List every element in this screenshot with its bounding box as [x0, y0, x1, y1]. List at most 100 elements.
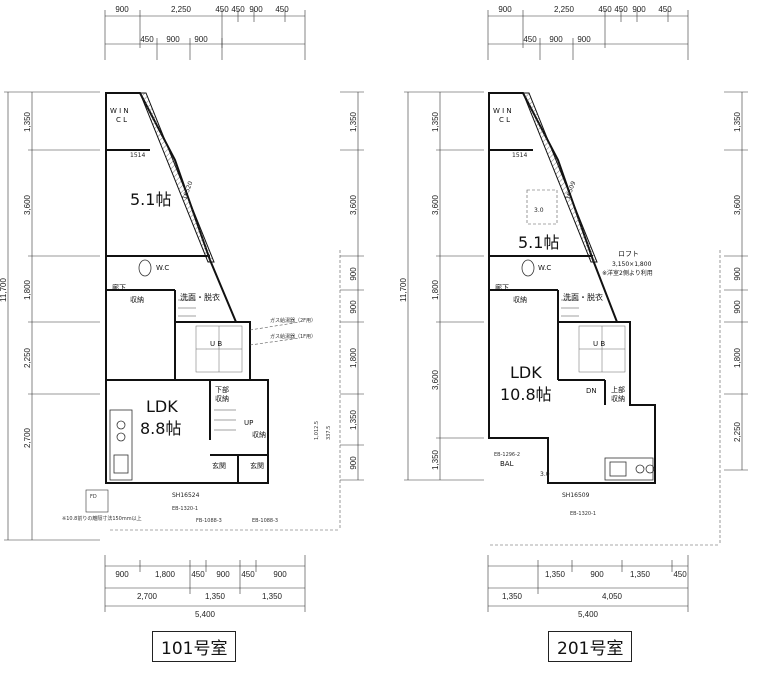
room-storage2-101: 収納 — [252, 430, 266, 439]
dim-bot2-201-1: 4,050 — [602, 592, 623, 601]
dim-right-201-5: 2,250 — [733, 421, 742, 442]
dim-top-201-1: 2,250 — [554, 5, 575, 14]
fd-box-101 — [85, 489, 109, 513]
dim-bot-total-101: 5,400 — [195, 610, 216, 619]
diagonal-wall-101 — [139, 92, 215, 263]
dim-left-101-1: 3,600 — [23, 194, 32, 215]
room-bedroom-201: 5.1帖 — [518, 233, 559, 252]
room-b30-201: 3.0 — [540, 471, 550, 478]
room-ub-201: U B — [593, 340, 605, 348]
room-shoe-201-b: 収納 — [611, 394, 625, 403]
dim-bot-101-0: 900 — [115, 570, 129, 579]
dim-top2-201-1: 900 — [549, 35, 563, 44]
dim-right-101-0: 1,350 — [349, 111, 358, 132]
dim-left-201-0: 1,350 — [431, 111, 440, 132]
dim-bot-201-1: 900 — [590, 570, 604, 579]
dim-top-201-2: 450 — [598, 5, 612, 14]
dim-1514-101: 1514 — [130, 152, 145, 159]
room-ldk-size-201: 10.8帖 — [500, 385, 552, 404]
dim-left-101-4: 2,700 — [23, 427, 32, 448]
dim-right-201-0: 1,350 — [733, 111, 742, 132]
room-shoe-101: 下部 — [215, 385, 229, 394]
room-loft-note-201: ※洋室2側より利用 — [602, 269, 653, 277]
room-bal-201: BAL — [500, 460, 514, 468]
unit-bath-201 — [578, 325, 626, 373]
dim-left-total-101: 11,700 — [0, 278, 8, 302]
stairs-101 — [178, 299, 236, 431]
dim-left-201-1: 3,600 — [431, 194, 440, 215]
dim-top-201-0: 900 — [498, 5, 512, 14]
room-dn-201: DN — [586, 387, 597, 395]
dim-bot-total-201: 5,400 — [578, 610, 599, 619]
note-eb1-101: EB-1320-1 — [172, 506, 198, 512]
dim-right-101-6: 900 — [349, 456, 358, 470]
dim-bot-101-5: 900 — [273, 570, 287, 579]
stairs-201 — [561, 299, 579, 317]
dim-top2-101-1: 900 — [166, 35, 180, 44]
room-label-201: 201号室 — [548, 631, 633, 662]
dim-left-total-201: 11,700 — [399, 278, 408, 302]
dim-top-101-3: 450 — [231, 5, 245, 14]
diagonal-wall-201 — [522, 92, 598, 263]
dim-bot-201-2: 1,350 — [630, 570, 651, 579]
room-storage-101: 収納 — [130, 295, 144, 304]
dim-bot2-101-0: 2,700 — [137, 592, 158, 601]
dim-top-201-3: 450 — [614, 5, 628, 14]
dim-right-201-3: 900 — [733, 300, 742, 314]
note-eb2-201: EB-1296-2 — [494, 452, 520, 458]
room-wcl-201: W I N — [493, 107, 512, 115]
dim-right-201-4: 1,800 — [733, 347, 742, 368]
room-entrance2-101: 玄関 — [250, 461, 264, 470]
note-gas2-101: ガス給湯器（1F用） — [270, 333, 316, 340]
dim-bot-101-3: 900 — [216, 570, 230, 579]
toilet-101 — [138, 259, 152, 277]
dim-bot-101-1: 1,800 — [155, 570, 176, 579]
dim-top2-101-2: 900 — [194, 35, 208, 44]
room-ldk-201: LDK — [510, 363, 542, 382]
note-bottom-101: ※10.8前りの離隔寸法150mm以上 — [62, 515, 142, 522]
kitchen-201 — [604, 457, 655, 481]
room-bedroom-101: 5.1帖 — [130, 190, 171, 209]
room-loft-201: ロフト — [618, 250, 639, 258]
dim-top-101-2: 450 — [215, 5, 229, 14]
gas-lines-101 — [110, 250, 341, 531]
room-washroom-101: 洗面・脱衣 — [180, 292, 220, 302]
dim-right-101-4: 1,800 — [349, 347, 358, 368]
room-washroom-201: 洗面・脱衣 — [563, 292, 603, 302]
room-storage-201: 収納 — [513, 295, 527, 304]
dim-337-101: 337.5 — [326, 426, 332, 440]
loft-outline-201 — [490, 189, 721, 546]
bottom-dimensions-101 — [104, 555, 306, 612]
bottom-dimensions-201 — [487, 555, 689, 612]
plan-201: 900 2,250 450 450 900 450 450 900 900 1,… — [399, 5, 748, 619]
dim-left-101-0: 1,350 — [23, 111, 32, 132]
note-fd-101: FD — [90, 494, 97, 500]
room-label-101: 101号室 — [152, 631, 237, 662]
room-shoe-101-b: 収納 — [215, 394, 229, 403]
dim-top-201-5: 450 — [658, 5, 672, 14]
dim-1012-101: 1,012.5 — [314, 421, 320, 440]
plan-101: 900 2,250 450 450 900 450 450 900 900 1,… — [0, 5, 364, 619]
dim-bot2-101-2: 1,350 — [262, 592, 283, 601]
unit-bath-101 — [195, 325, 243, 373]
room-up-101: UP — [244, 419, 253, 427]
room-s30-201: 3.0 — [534, 207, 544, 214]
room-wcl-101-b: C L — [116, 116, 127, 124]
room-shoe-201: 上部 — [611, 385, 625, 394]
note-sh-101: SH16524 — [172, 492, 200, 499]
dim-bot2-201-0: 1,350 — [502, 592, 523, 601]
dim-right-101-1: 3,600 — [349, 194, 358, 215]
note-gas1-101: ガス給湯器（2F用） — [270, 317, 316, 324]
toilet-201 — [521, 259, 535, 277]
top-dimensions-101 — [104, 10, 306, 60]
room-entrance1-101: 玄関 — [212, 461, 226, 470]
room-hall-101: 廊下 — [112, 283, 126, 292]
dim-right-101-5: 1,350 — [349, 409, 358, 430]
note-eb1-201: EB-1320-1 — [570, 511, 596, 517]
dim-right-201-2: 900 — [733, 267, 742, 281]
kitchen-101 — [109, 409, 133, 481]
room-wcl-101: W I N — [110, 107, 129, 115]
room-ub-101: U B — [210, 340, 222, 348]
dim-left-201-4: 1,350 — [431, 449, 440, 470]
